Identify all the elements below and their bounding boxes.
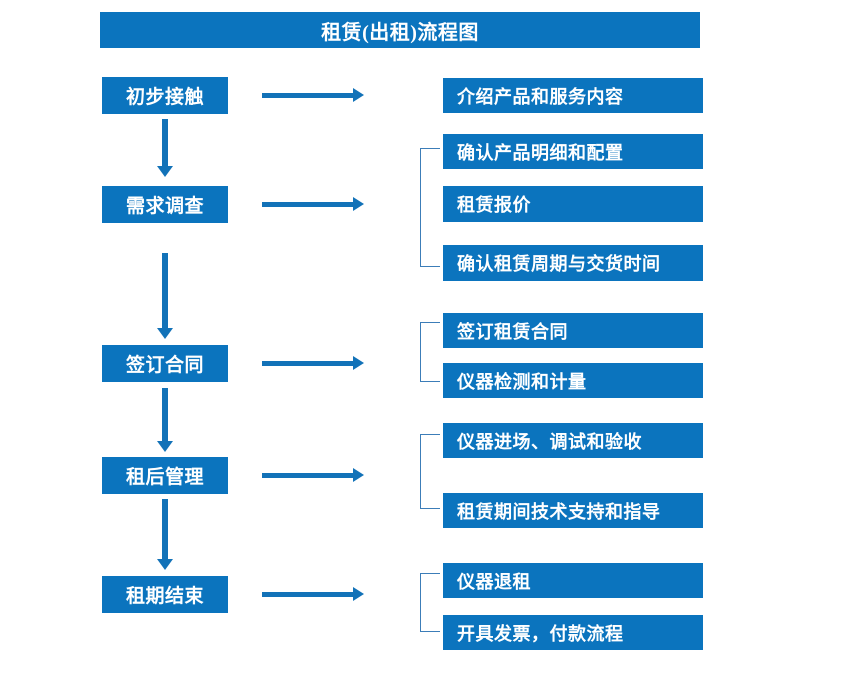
- task-box-2[interactable]: 确认产品明细和配置: [443, 134, 703, 169]
- task-box-6[interactable]: 仪器检测和计量: [443, 363, 703, 398]
- stage-box-5[interactable]: 租期结束: [102, 576, 228, 613]
- chart-title-banner: 租赁(出租)流程图: [100, 12, 700, 48]
- group-bracket-3: [420, 322, 440, 382]
- down-arrow-stage-2-to-3: [156, 253, 174, 339]
- arrow-shaft: [162, 388, 168, 441]
- stage-box-1[interactable]: 初步接触: [102, 77, 228, 114]
- arrow-head: [353, 88, 364, 102]
- arrow-shaft: [162, 119, 168, 166]
- arrow-head: [157, 559, 173, 570]
- task-box-7[interactable]: 仪器进场、调试和验收: [443, 423, 703, 458]
- down-arrow-stage-3-to-4: [156, 388, 174, 452]
- arrow-head: [157, 441, 173, 452]
- right-arrow-stage-4: [262, 467, 364, 483]
- arrow-shaft: [262, 202, 354, 207]
- arrow-head: [353, 197, 364, 211]
- stage-box-2[interactable]: 需求调查: [102, 186, 228, 223]
- arrow-shaft: [262, 93, 354, 98]
- group-bracket-2: [420, 148, 440, 267]
- task-box-8[interactable]: 租赁期间技术支持和指导: [443, 493, 703, 528]
- group-bracket-4: [420, 434, 440, 509]
- task-box-3[interactable]: 租赁报价: [443, 186, 703, 222]
- task-box-5[interactable]: 签订租赁合同: [443, 313, 703, 348]
- down-arrow-stage-1-to-2: [156, 119, 174, 177]
- stage-box-4[interactable]: 租后管理: [102, 457, 228, 494]
- arrow-shaft: [162, 253, 168, 328]
- down-arrow-stage-4-to-5: [156, 499, 174, 570]
- arrow-shaft: [262, 473, 354, 478]
- task-box-4[interactable]: 确认租赁周期与交货时间: [443, 245, 703, 281]
- group-bracket-5: [420, 573, 440, 632]
- arrow-head: [157, 166, 173, 177]
- arrow-shaft: [262, 361, 354, 366]
- arrow-shaft: [262, 592, 354, 597]
- right-arrow-stage-2: [262, 196, 364, 212]
- arrow-head: [353, 468, 364, 482]
- arrow-head: [157, 328, 173, 339]
- right-arrow-stage-1: [262, 87, 364, 103]
- task-box-9[interactable]: 仪器退租: [443, 563, 703, 598]
- task-box-10[interactable]: 开具发票，付款流程: [443, 615, 703, 650]
- arrow-head: [353, 356, 364, 370]
- right-arrow-stage-3: [262, 355, 364, 371]
- arrow-head: [353, 587, 364, 601]
- stage-box-3[interactable]: 签订合同: [102, 345, 228, 382]
- arrow-shaft: [162, 499, 168, 559]
- right-arrow-stage-5: [262, 586, 364, 602]
- task-box-1[interactable]: 介绍产品和服务内容: [443, 78, 703, 113]
